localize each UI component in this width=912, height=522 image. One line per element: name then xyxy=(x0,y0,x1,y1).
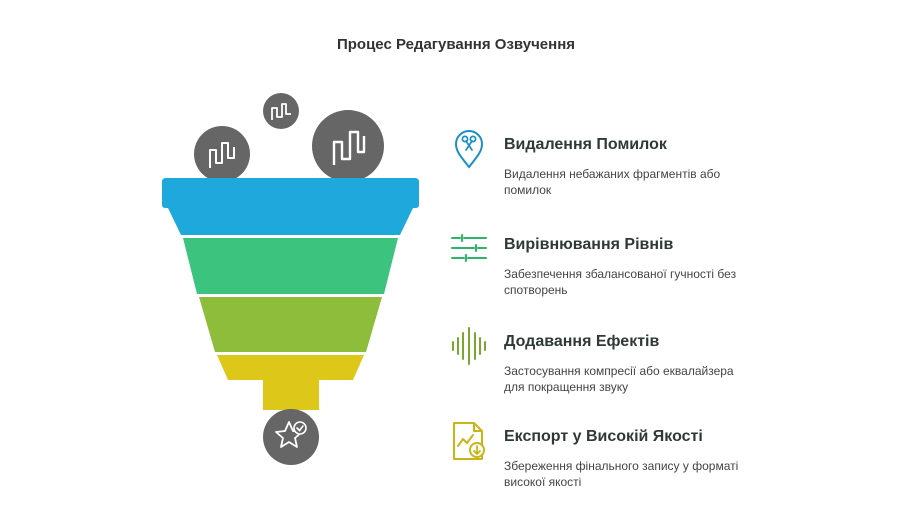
step-description: Забезпечення збалансованої гучності без … xyxy=(504,267,737,297)
funnel-band-2 xyxy=(183,238,398,294)
step-title: Вирівнювання Рівнів xyxy=(504,236,674,253)
step-title: Видалення Помилок xyxy=(504,136,667,153)
step-remove-errors: Видалення Помилок Видалення небажаних фр… xyxy=(448,128,768,198)
step-add-effects: Додавання Ефектів Застосування компресії… xyxy=(448,325,768,395)
export-chart-icon xyxy=(453,422,485,460)
step-description: Застосування компресії або еквалайзера д… xyxy=(504,364,734,394)
audio-input-circle-small xyxy=(263,93,299,129)
scissors-pin-icon xyxy=(454,130,484,169)
audio-input-circle-left xyxy=(194,126,250,182)
step-description: Видалення небажаних фрагментів або помил… xyxy=(504,167,721,197)
sliders-icon xyxy=(451,234,487,262)
diagram-title: Процес Редагування Озвучення xyxy=(336,36,576,53)
step-level-balance: Вирівнювання Рівнів Забезпечення збаланс… xyxy=(448,228,768,298)
step-description: Збереження фінального запису у форматі в… xyxy=(504,459,739,489)
step-title: Додавання Ефектів xyxy=(504,333,660,350)
funnel-band-1 xyxy=(162,178,419,235)
check-badge-icon xyxy=(293,421,307,435)
soundwave-icon xyxy=(452,327,486,365)
funnel-band-4 xyxy=(217,355,364,410)
quality-output-circle xyxy=(263,409,319,465)
audio-input-circle-large xyxy=(312,110,384,182)
funnel-band-3 xyxy=(199,297,382,352)
step-title: Експорт у Високій Якості xyxy=(504,428,703,445)
step-export-quality: Експорт у Високій Якості Збереження фіна… xyxy=(448,420,768,490)
